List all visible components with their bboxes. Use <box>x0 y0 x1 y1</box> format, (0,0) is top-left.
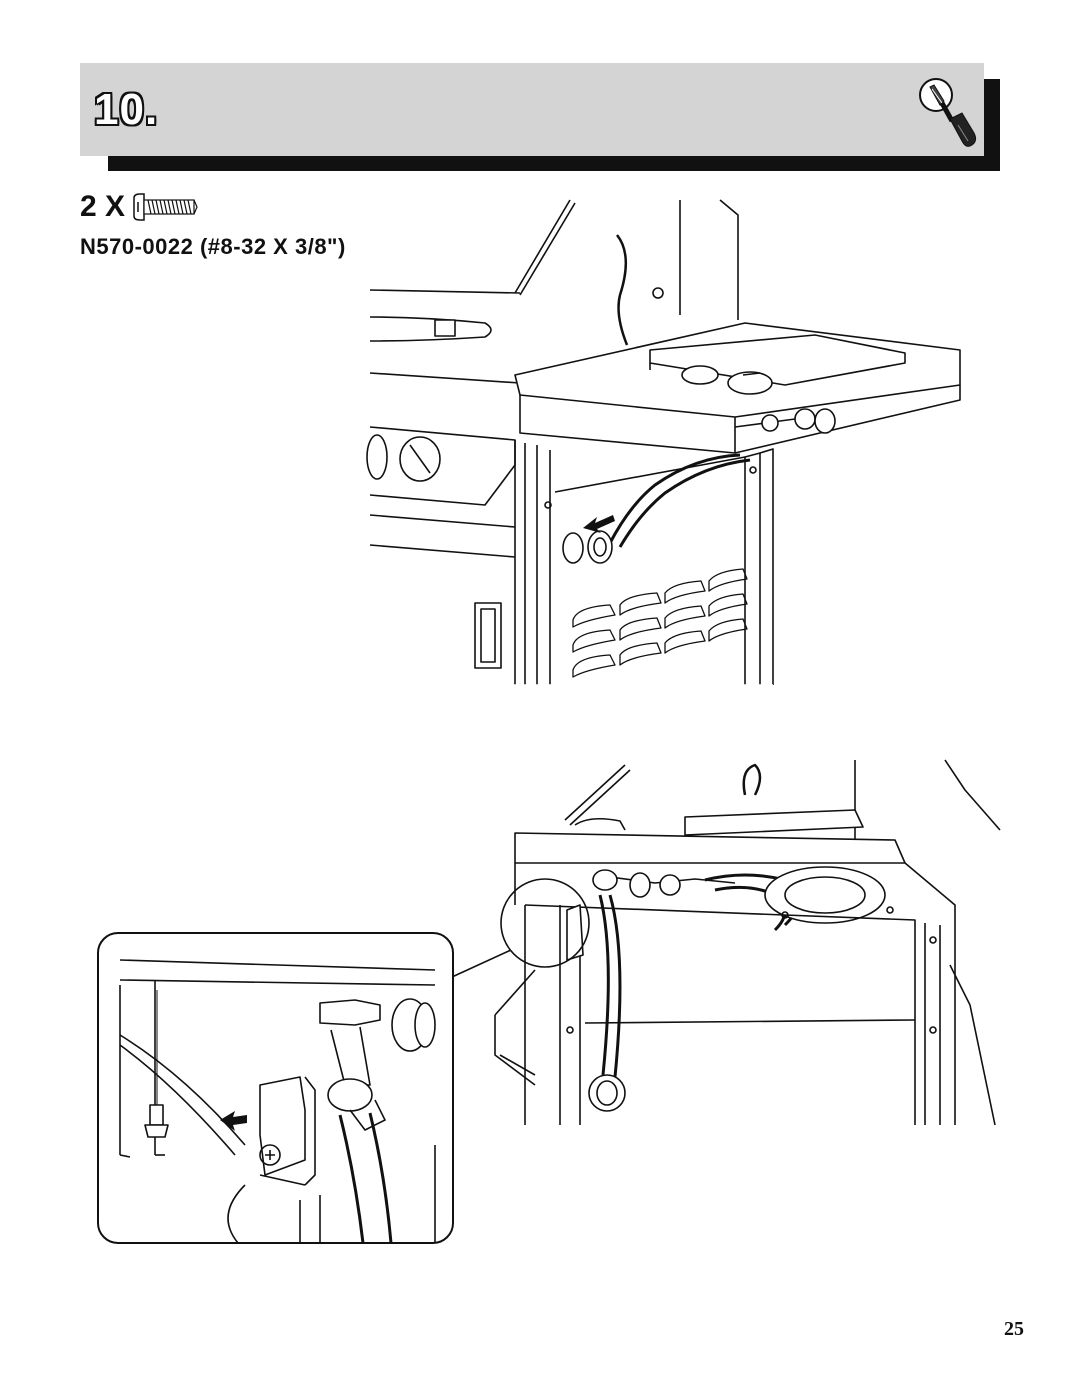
page-number: 25 <box>1004 1318 1024 1340</box>
grill-side-shelf-illustration <box>366 199 961 686</box>
detail-inset <box>97 932 454 1244</box>
detail-direction-arrow-icon <box>220 1111 247 1131</box>
step-header-box: 10. <box>80 63 984 156</box>
phillips-screwdriver-icon <box>919 78 977 147</box>
screw-icon <box>133 193 198 221</box>
step-header: 10. <box>80 63 1000 173</box>
hardware-quantity: 2 X <box>80 190 126 223</box>
hardware-part-number: N570-0022 (#8-32 X 3/8") <box>80 234 346 259</box>
direction-arrow-icon <box>583 515 615 533</box>
step-number: 10. <box>94 85 159 134</box>
shelf-underside-detail-illustration <box>97 759 1001 1244</box>
